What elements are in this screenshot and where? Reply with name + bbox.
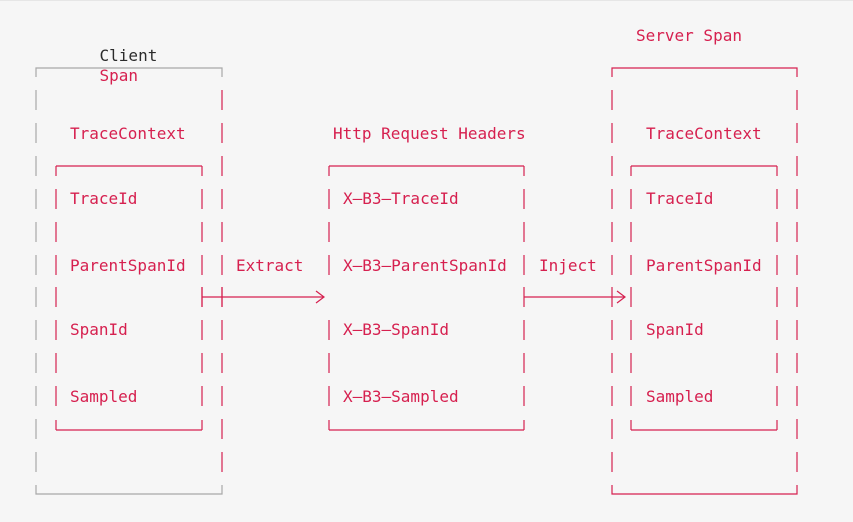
- inject-arrow: [524, 290, 626, 304]
- extract-arrow: [201, 287, 325, 307]
- server-span-title: Server Span: [636, 26, 742, 45]
- client-field-parentspanid: ParentSpanId: [70, 256, 186, 275]
- server-context-label: TraceContext: [646, 124, 762, 143]
- server-span-box: [611, 67, 798, 495]
- client-field-traceid: TraceId: [70, 189, 138, 208]
- inject-label: Inject: [539, 256, 597, 275]
- client-span-title: Client Span: [61, 26, 158, 106]
- client-context-box: [55, 165, 203, 431]
- client-field-spanid: SpanId: [70, 320, 128, 339]
- server-field-sampled: Sampled: [646, 387, 714, 406]
- client-span-box: [35, 67, 223, 495]
- header-field-parentspanid: X—B3—ParentSpanId: [343, 256, 507, 275]
- server-field-parentspanid: ParentSpanId: [646, 256, 762, 275]
- server-field-traceid: TraceId: [646, 189, 714, 208]
- client-field-sampled: Sampled: [70, 387, 138, 406]
- headers-box: [328, 165, 525, 431]
- extract-label: Extract: [236, 256, 304, 275]
- server-context-box: [630, 165, 778, 431]
- client-title-span-word: Span: [99, 66, 139, 85]
- server-field-spanid: SpanId: [646, 320, 704, 339]
- header-field-spanid: X—B3—SpanId: [343, 320, 449, 339]
- header-field-sampled: X—B3—Sampled: [343, 387, 459, 406]
- header-field-traceid: X—B3—TraceId: [343, 189, 459, 208]
- client-context-label: TraceContext: [70, 124, 186, 143]
- top-divider: [0, 0, 853, 1]
- headers-title: Http Request Headers: [333, 124, 526, 143]
- client-title-word: Client: [99, 46, 158, 65]
